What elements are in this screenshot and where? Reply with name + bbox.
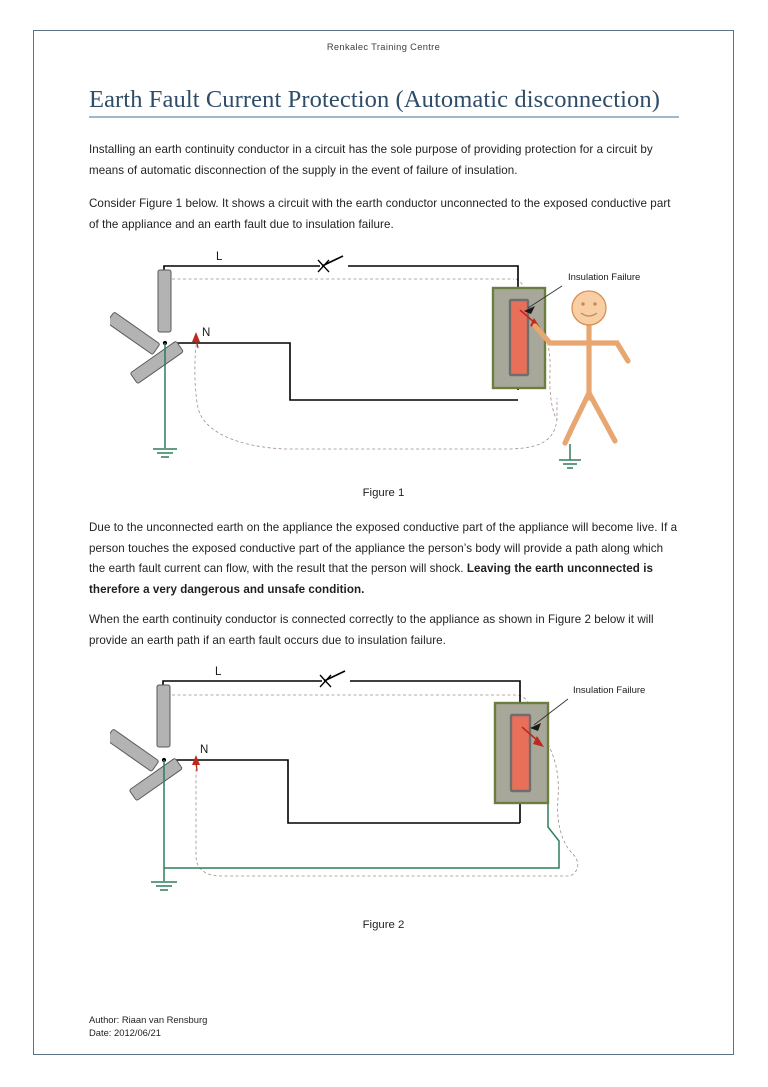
person-figure — [532, 323, 631, 446]
person-right-arm — [586, 340, 631, 364]
neutral-label: N — [202, 327, 210, 339]
live-label: L — [215, 666, 222, 678]
person-head — [571, 290, 607, 326]
transformer-star-point — [110, 684, 183, 801]
figure-2-caption: Figure 2 — [362, 919, 405, 931]
winding-phase-3 — [129, 758, 183, 801]
earth-symbol-supply — [151, 881, 177, 891]
winding-phase-1 — [156, 684, 171, 748]
appliance-live-element — [508, 298, 530, 377]
person-eye-left — [581, 302, 585, 306]
paragraph-intro: Installing an earth continuity conductor… — [89, 143, 653, 177]
person-left-arm — [532, 323, 592, 346]
figure-2-diagram: Insulation Failure L N — [110, 666, 645, 891]
winding-phase-3 — [130, 341, 184, 384]
fault-path-top — [172, 694, 531, 723]
title-divider — [89, 116, 679, 118]
document-header: Renkalec Training Centre — [326, 42, 441, 52]
fault-path-return — [195, 734, 579, 877]
insulation-failure-label: Insulation Failure — [568, 272, 640, 283]
neutral-label: N — [200, 744, 208, 756]
paragraph-figure2-intro: When the earth continuity conductor is c… — [89, 613, 654, 647]
insulation-failure-leader — [533, 698, 569, 726]
winding-phase-2 — [110, 312, 160, 355]
live-conductor-left — [163, 265, 320, 270]
winding-phase-2 — [110, 729, 159, 772]
insulation-failure-label: Insulation Failure — [573, 685, 645, 696]
figure-1-diagram: Insulation Failure L N — [110, 251, 640, 469]
figure-1-caption: Figure 1 — [362, 487, 405, 499]
document-footer: Author: Riaan van Rensburg Date: 2012/06… — [89, 1013, 207, 1040]
neutral-conductor — [172, 759, 520, 824]
switch-cross-marker — [317, 259, 330, 273]
earth-continuity-conductor — [164, 803, 560, 869]
live-label: L — [216, 251, 223, 263]
footer-author: Author: Riaan van Rensburg — [89, 1014, 208, 1025]
person-eye-right — [593, 302, 597, 306]
paragraph-danger-normal: Due to the unconnected earth on the appl… — [89, 521, 678, 576]
page-title: Earth Fault Current Protection (Automati… — [89, 86, 661, 113]
person-smile — [580, 312, 598, 317]
live-conductor-left — [162, 680, 322, 685]
appliance-live-element — [509, 713, 532, 793]
paragraph-figure1-intro: Consider Figure 1 below. It shows a circ… — [89, 197, 671, 231]
insulation-failure-leader — [527, 285, 563, 309]
appliance — [491, 286, 547, 390]
title-block: Earth Fault Current Protection (Automati… — [89, 86, 679, 118]
neutral-conductor — [173, 342, 518, 401]
earth-symbol-person — [559, 459, 581, 469]
switch-cross-marker — [319, 674, 332, 688]
footer-date: Date: 2012/06/21 — [89, 1027, 161, 1039]
insulation-failure-arrowhead — [530, 723, 541, 731]
insulation-failure-arrowhead — [524, 306, 535, 314]
fault-current-arrow-supply — [192, 755, 200, 772]
paragraph-danger-bold: Leaving the earth unconnected is therefo… — [89, 562, 653, 596]
paragraph-danger: Due to the unconnected earth on the appl… — [89, 518, 681, 601]
transformer-star-point — [110, 269, 184, 384]
fault-current-arrow-supply — [192, 332, 200, 349]
fault-path-return — [194, 338, 558, 450]
fault-current-arrow-appliance — [521, 726, 544, 747]
earth-symbol-supply — [153, 448, 177, 458]
person-left-leg — [562, 390, 592, 446]
winding-phase-1 — [157, 269, 172, 333]
person-right-leg — [586, 390, 618, 444]
appliance — [493, 701, 550, 805]
